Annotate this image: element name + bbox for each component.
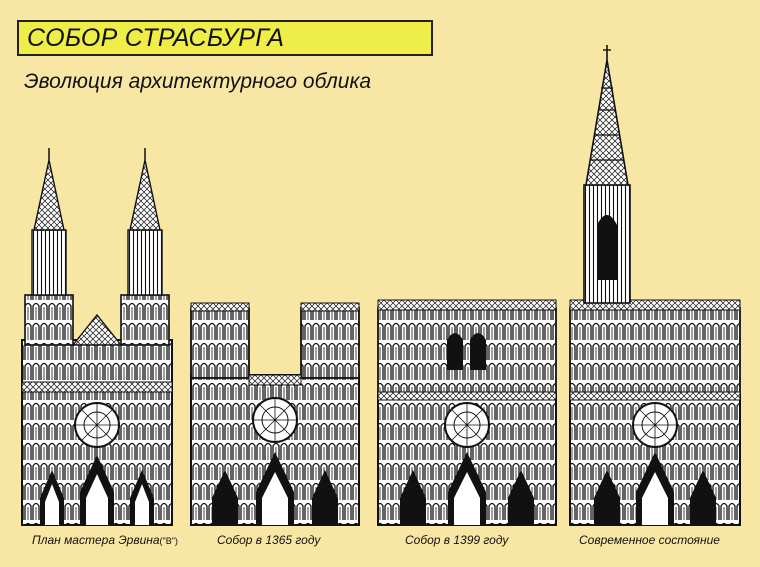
belfry-parapet: [569, 299, 741, 311]
belfry-level: [377, 307, 557, 399]
caption-suffix: ("B"): [159, 536, 178, 546]
portal-center-door: [262, 472, 288, 525]
right-tower-parapet: [300, 302, 360, 312]
page-title: СОБОР СТРАСБУРГА: [27, 23, 285, 52]
right-tower-octagon: [127, 229, 163, 296]
portal-right-door: [135, 484, 149, 525]
caption-plan-erwin: План мастера Эрвина("B"): [32, 533, 178, 547]
rose-window-tracery: [445, 403, 489, 447]
caption-1365: Собор в 1365 году: [217, 533, 321, 547]
rose-window-tracery: [253, 398, 297, 442]
octagon-window: [597, 215, 617, 280]
rose-window-tracery: [633, 403, 677, 447]
belfry-window-right: [470, 333, 486, 370]
gallery-band: [569, 391, 741, 401]
left-tower: [190, 307, 250, 379]
title-banner: СОБОР СТРАСБУРГА: [17, 20, 433, 56]
cathedral-1399: [377, 299, 557, 526]
north-spire: [585, 59, 629, 186]
gallery-band: [377, 391, 557, 401]
left-tower-parapet: [190, 302, 250, 312]
portal-left: [212, 470, 238, 525]
rose-window-tracery: [75, 403, 119, 447]
central-gable: [71, 313, 123, 346]
cathedral-plan-erwin: [21, 148, 173, 526]
left-tower-octagon: [31, 229, 67, 296]
portal-center-door: [454, 472, 480, 525]
spire-tiers: [590, 87, 624, 161]
left-spire: [33, 159, 65, 231]
caption-1399: Собор в 1399 году: [405, 533, 509, 547]
right-tower-base: [120, 294, 170, 346]
right-tower: [300, 307, 360, 379]
caption-present: Современное состояние: [579, 533, 720, 547]
cathedral-1365: [190, 302, 360, 526]
portal-right: [690, 470, 716, 525]
belfry-parapet: [377, 299, 557, 311]
right-spire: [129, 159, 161, 231]
belfry-level: [569, 307, 741, 399]
cathedral-present: [569, 45, 741, 526]
belfry-window-left: [447, 333, 463, 370]
portal-center-door: [86, 474, 108, 525]
central-parapet: [248, 374, 302, 386]
page-subtitle: Эволюция архитектурного облика: [24, 70, 372, 93]
gallery-band: [21, 381, 173, 393]
portal-right: [508, 470, 534, 525]
portal-left-door: [45, 484, 59, 525]
portal-right: [312, 470, 338, 525]
portal-center-door: [642, 472, 668, 525]
caption-text: План мастера Эрвина: [32, 533, 160, 547]
left-tower-base: [24, 294, 74, 346]
portal-left: [400, 470, 426, 525]
portal-left: [594, 470, 620, 525]
